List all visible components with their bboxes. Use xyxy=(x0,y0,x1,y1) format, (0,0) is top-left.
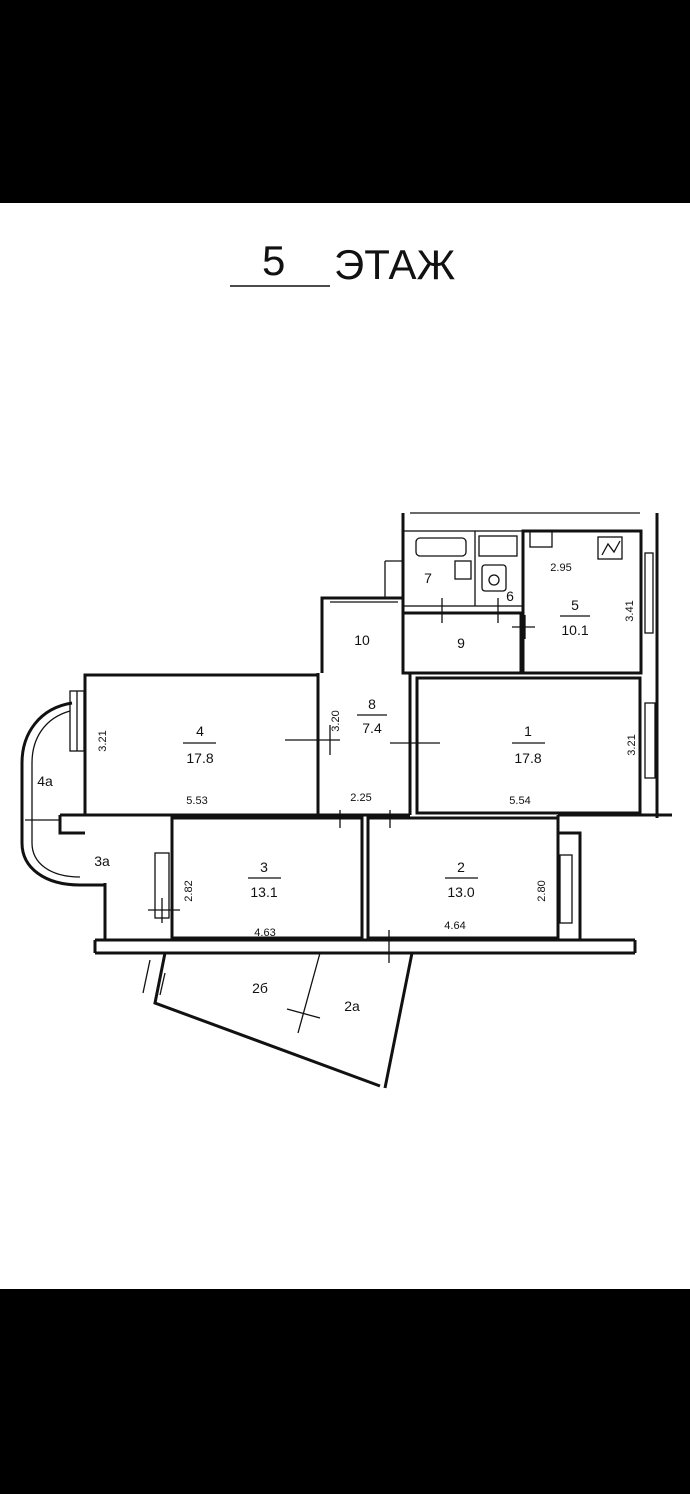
room-8-number: 8 xyxy=(368,696,376,712)
room-2-area: 13.0 xyxy=(447,884,474,900)
room-7-number: 7 xyxy=(424,570,432,586)
room-3 xyxy=(148,810,364,940)
washbasin-icon xyxy=(454,560,472,580)
room-3-depth: 2.82 xyxy=(183,880,195,901)
room-3-width: 4.63 xyxy=(254,927,275,939)
room-5-area: 10.1 xyxy=(561,622,588,638)
floor-word: ЭТАЖ xyxy=(334,241,455,288)
room-1-width: 5.54 xyxy=(509,795,530,807)
room-3-area: 13.1 xyxy=(250,884,277,900)
room-10-number: 10 xyxy=(354,632,370,648)
room-4-number: 4 xyxy=(196,723,204,739)
top-black-bar xyxy=(0,0,690,203)
balcony-3a-number: 3а xyxy=(94,853,110,869)
bottom-black-bar xyxy=(0,1289,690,1494)
room-6-number: 6 xyxy=(506,588,514,604)
gas-meter-icon xyxy=(597,536,623,560)
room-1 xyxy=(390,676,656,815)
kitchen-room xyxy=(521,529,654,675)
room-1-depth: 3.21 xyxy=(626,734,638,755)
room-2-depth: 2.80 xyxy=(536,880,548,901)
balcony-2a-2b xyxy=(142,952,414,1089)
room-5-number: 5 xyxy=(571,597,579,613)
room-2-number: 2 xyxy=(457,859,465,875)
room-3-number: 3 xyxy=(260,859,268,875)
room-5-width: 2.95 xyxy=(550,562,571,574)
room-8-area: 7.4 xyxy=(362,720,382,736)
room-4-depth: 3.21 xyxy=(97,730,109,751)
room-8-depth: 3.20 xyxy=(330,710,342,731)
left-walls xyxy=(58,813,672,940)
room-8-width: 2.25 xyxy=(350,792,371,804)
room-4-width: 5.53 xyxy=(186,795,207,807)
room-1-number: 1 xyxy=(524,723,532,739)
corridor-rooms xyxy=(320,596,523,675)
room-2-width: 4.64 xyxy=(444,920,465,932)
sink-icon xyxy=(478,535,518,557)
floor-plan-sheet: 5 ЭТАЖ xyxy=(0,203,690,1289)
room-2 xyxy=(366,810,573,963)
room-4-area: 17.8 xyxy=(186,750,213,766)
bathtub-icon xyxy=(415,537,467,557)
balcony-2b-number: 2б xyxy=(252,980,268,996)
floor-plan-drawing: 5 ЭТАЖ xyxy=(20,237,672,1089)
door-marks xyxy=(441,598,535,639)
cooker-icon xyxy=(529,530,553,548)
balcony-2a-number: 2а xyxy=(344,998,360,1014)
balcony-4a-number: 4а xyxy=(37,773,53,789)
room-5-depth: 3.41 xyxy=(624,600,636,621)
balcony-4a-3a xyxy=(20,701,105,887)
kitchen-window-icon xyxy=(644,552,654,634)
toilet-icon xyxy=(481,564,507,592)
room-4 xyxy=(69,673,340,817)
room-9-number: 9 xyxy=(457,635,465,651)
room-1-area: 17.8 xyxy=(514,750,541,766)
floor-number: 5 xyxy=(262,237,285,284)
